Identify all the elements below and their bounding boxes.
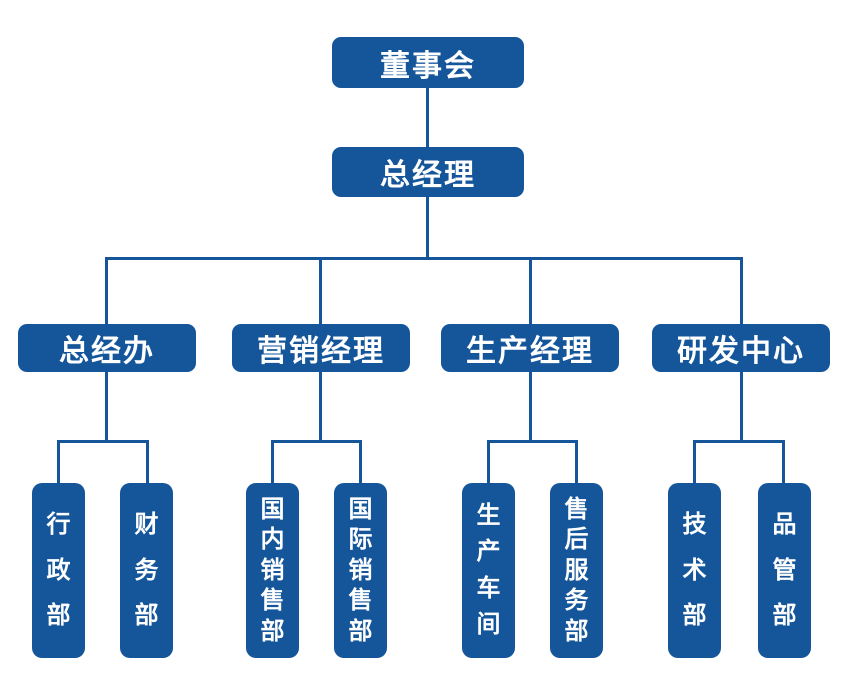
connector-dept-3-leg-0 <box>693 440 696 483</box>
org-node-domestic-sales-dept: 国内销售部 <box>246 483 299 658</box>
connector-dept-2-leg-0 <box>487 440 490 483</box>
connector-board-gm <box>426 88 429 147</box>
connector-dept-3-stem <box>740 372 743 443</box>
org-node-board-label: 董事会 <box>380 49 476 83</box>
org-node-dept-production-manager-label: 生产经理 <box>466 335 594 368</box>
connector-drop-dept-3 <box>740 257 743 324</box>
connector-dept-3-bus <box>693 440 785 443</box>
org-node-dept-marketing-manager: 营销经理 <box>232 324 410 372</box>
org-node-dept-gm-office-label: 总经办 <box>59 335 155 368</box>
org-node-dept-rd-center: 研发中心 <box>652 324 830 372</box>
connector-dept-1-leg-0 <box>271 440 274 483</box>
connector-drop-dept-0 <box>105 257 108 324</box>
connector-dept-2-stem <box>529 372 532 443</box>
org-node-dept-rd-center-label: 研发中心 <box>677 335 805 368</box>
connector-dept-0-stem <box>105 372 108 443</box>
connector-dept-0-leg-0 <box>57 440 60 483</box>
connector-gm-bus <box>426 197 429 260</box>
connector-drop-dept-2 <box>529 257 532 324</box>
org-node-finance-dept: 财务部 <box>120 483 173 658</box>
org-node-dept-marketing-manager-label: 营销经理 <box>257 335 385 368</box>
org-node-board: 董事会 <box>332 37 524 88</box>
connector-dept-3-leg-1 <box>782 440 785 483</box>
connector-dept-0-bus <box>57 440 149 443</box>
connector-dept-1-stem <box>319 372 322 443</box>
connector-drop-dept-1 <box>319 257 322 324</box>
connector-dept-1-bus <box>271 440 362 443</box>
connector-dept-0-leg-1 <box>146 440 149 483</box>
org-node-admin-dept: 行政部 <box>32 483 85 658</box>
org-node-general-manager-label: 总经理 <box>380 159 476 192</box>
connector-level3-bus <box>106 257 743 260</box>
org-node-aftersales-service-dept: 售后服务部 <box>550 483 603 658</box>
connector-dept-2-bus <box>487 440 578 443</box>
org-node-dept-production-manager: 生产经理 <box>441 324 619 372</box>
org-node-international-sales-dept: 国际销售部 <box>334 483 387 658</box>
org-node-dept-gm-office: 总经办 <box>18 324 196 372</box>
connector-dept-1-leg-1 <box>359 440 362 483</box>
org-node-production-workshop: 生产车间 <box>462 483 515 658</box>
org-node-technology-dept: 技术部 <box>668 483 721 658</box>
connector-dept-2-leg-1 <box>575 440 578 483</box>
org-node-quality-control-dept: 品管部 <box>758 483 811 658</box>
org-node-general-manager: 总经理 <box>332 147 524 197</box>
